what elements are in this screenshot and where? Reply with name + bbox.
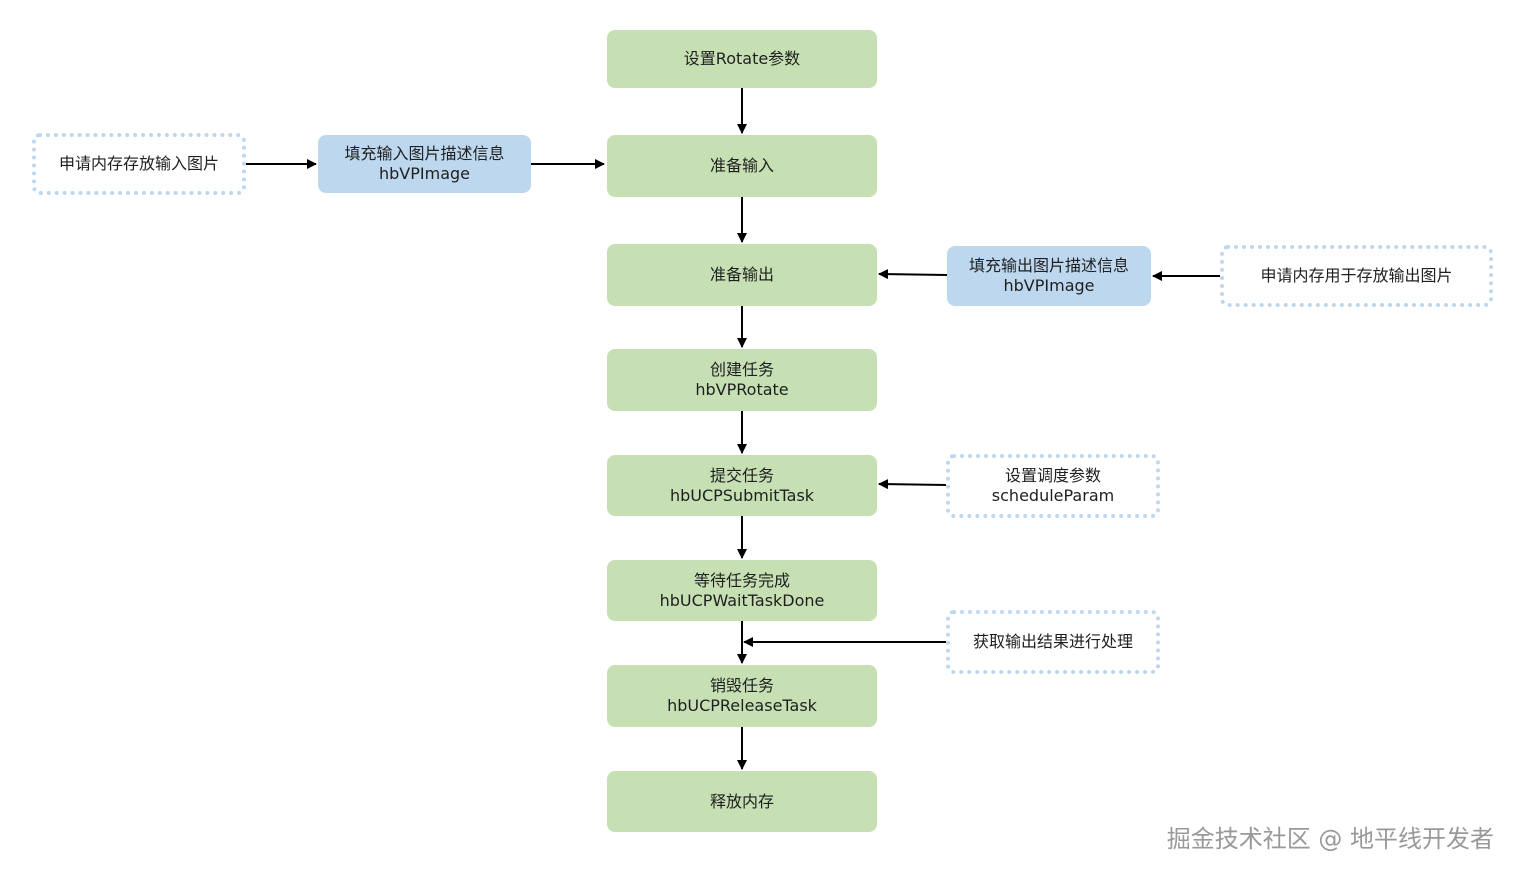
step-label: 设置Rotate参数 bbox=[683, 49, 801, 68]
node-output-alloc: 申请内存用于存放输出图片 bbox=[1220, 245, 1493, 307]
node-label: 申请内存用于存放输出图片 bbox=[1260, 266, 1453, 285]
node-input-desc: 填充输入图片描述信息 hbVPImage bbox=[318, 135, 531, 193]
step-set-rotate-params: 设置Rotate参数 bbox=[607, 30, 877, 88]
step-submit-task: 提交任务 hbUCPSubmitTask bbox=[607, 455, 877, 516]
node-input-alloc: 申请内存存放输入图片 bbox=[32, 133, 246, 195]
arrow-schedule-to-step5 bbox=[878, 479, 947, 490]
node-label: 申请内存存放输入图片 bbox=[58, 154, 219, 173]
node-schedule-param: 设置调度参数 scheduleParam bbox=[946, 454, 1160, 518]
step-free-memory: 释放内存 bbox=[607, 771, 877, 832]
step-api: hbVPRotate bbox=[695, 380, 789, 399]
node-api: hbVPImage bbox=[379, 164, 470, 183]
step-label: 创建任务 bbox=[709, 360, 774, 379]
step-prepare-input: 准备输入 bbox=[607, 135, 877, 197]
node-api: scheduleParam bbox=[991, 486, 1115, 505]
step-release-task: 销毁任务 hbUCPReleaseTask bbox=[607, 665, 877, 727]
node-get-output: 获取输出结果进行处理 bbox=[946, 610, 1160, 674]
step-label: 等待任务完成 bbox=[693, 570, 790, 590]
node-output-desc: 填充输出图片描述信息 hbVPImage bbox=[947, 246, 1151, 306]
node-label: 获取输出结果进行处理 bbox=[972, 632, 1133, 651]
step-label: 销毁任务 bbox=[709, 676, 774, 695]
step-api: hbUCPSubmitTask bbox=[669, 485, 815, 505]
step-label: 准备输入 bbox=[709, 156, 774, 175]
step-label: 提交任务 bbox=[709, 465, 774, 485]
step-label: 释放内存 bbox=[709, 791, 774, 811]
node-label: 设置调度参数 bbox=[1004, 466, 1101, 485]
step-label: 准备输出 bbox=[709, 265, 774, 284]
step-api: hbUCPWaitTaskDone bbox=[659, 590, 825, 610]
node-label: 填充输出图片描述信息 bbox=[968, 256, 1129, 275]
step-create-task: 创建任务 hbVPRotate bbox=[607, 349, 877, 411]
step-api: hbUCPReleaseTask bbox=[667, 696, 817, 715]
step-prepare-output: 准备输出 bbox=[607, 244, 877, 306]
node-label: 填充输入图片描述信息 bbox=[344, 144, 505, 163]
step-wait-task-done: 等待任务完成 hbUCPWaitTaskDone bbox=[607, 560, 877, 621]
arrow-output-desc-to-step3 bbox=[878, 269, 948, 280]
node-api: hbVPImage bbox=[1003, 276, 1095, 295]
watermark: 掘金技术社区 @ 地平线开发者 bbox=[1166, 825, 1494, 853]
